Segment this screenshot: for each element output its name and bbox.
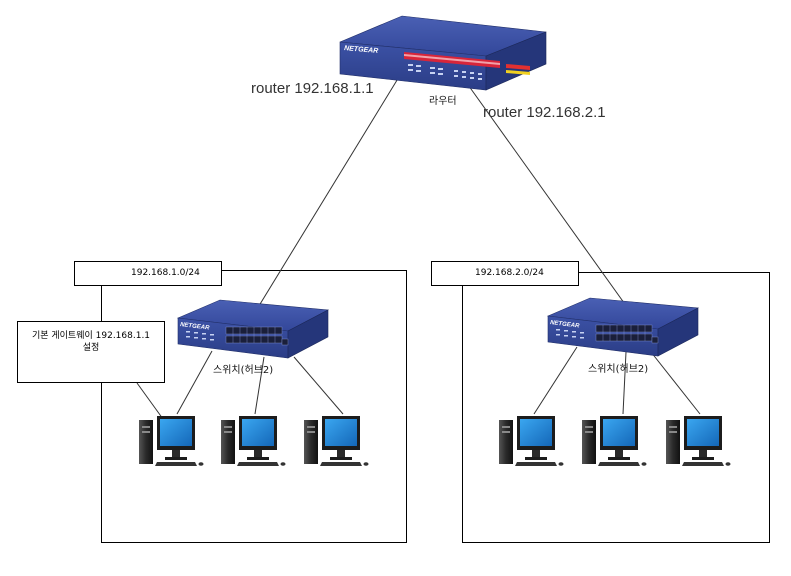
- pc-3: [304, 416, 369, 466]
- switch-2-brand: NETGEAR: [550, 320, 581, 330]
- pc-keyboard: [155, 462, 197, 466]
- link-switch2-pc1: [533, 346, 578, 415]
- pc-keyboard: [237, 462, 279, 466]
- link-switch1-pc2: [254, 356, 265, 415]
- router-left-label: router 192.168.1.1: [251, 80, 374, 97]
- pc-screen: [160, 419, 192, 446]
- pc-keyboard: [598, 462, 640, 466]
- pc-mouse: [725, 462, 731, 466]
- pc-5: [582, 416, 647, 466]
- link-callout-pc1: [136, 382, 164, 420]
- pc-keyboard: [320, 462, 362, 466]
- pc-screen: [325, 419, 357, 446]
- link-switch1-pc1: [176, 350, 213, 415]
- pc-screen: [242, 419, 274, 446]
- pc-mouse: [363, 462, 369, 466]
- link-switch2-pc3: [650, 351, 701, 415]
- pc-mouse: [641, 462, 647, 466]
- pc-6: [666, 416, 731, 466]
- pc-mouse: [280, 462, 286, 466]
- pc-screen: [603, 419, 635, 446]
- pc-mouse: [558, 462, 564, 466]
- pc-screen: [520, 419, 552, 446]
- link-switch2-pc2: [622, 351, 627, 415]
- pc-keyboard: [682, 462, 724, 466]
- router-right-label: router 192.168.2.1: [483, 104, 606, 121]
- pc-keyboard: [515, 462, 557, 466]
- switch-1-brand: NETGEAR: [180, 322, 211, 332]
- switch-2-caption: 스위치(허브2): [588, 362, 648, 375]
- link-router-switch2: [465, 81, 633, 315]
- router-caption: 라우터: [429, 95, 457, 107]
- link-switch1-pc3: [293, 356, 344, 415]
- gateway-callout: 기본 게이트웨이 192.168.1.1 설정: [17, 321, 165, 383]
- callout-line-1: 기본 게이트웨이 192.168.1.1: [31, 331, 151, 341]
- pc-4: [499, 416, 564, 466]
- link-router-switch1: [253, 71, 403, 315]
- switch-1-caption: 스위치(허브2): [213, 363, 273, 376]
- link-lines: [136, 71, 701, 420]
- pc-screen: [687, 419, 719, 446]
- switch-1: NETGEAR: [176, 299, 330, 359]
- router-device: NETGEAR: [339, 15, 547, 91]
- router-brand: NETGEAR: [344, 45, 379, 55]
- subnet-label-2: 192.168.2.0/24: [431, 261, 579, 286]
- subnet-label-1: 192.168.1.0/24: [74, 261, 222, 286]
- pc-group: [139, 416, 731, 466]
- pc-1: [139, 416, 204, 466]
- pc-2: [221, 416, 286, 466]
- pc-mouse: [198, 462, 204, 466]
- callout-line-2: 설정: [82, 343, 100, 353]
- switch-2: NETGEAR: [546, 297, 700, 357]
